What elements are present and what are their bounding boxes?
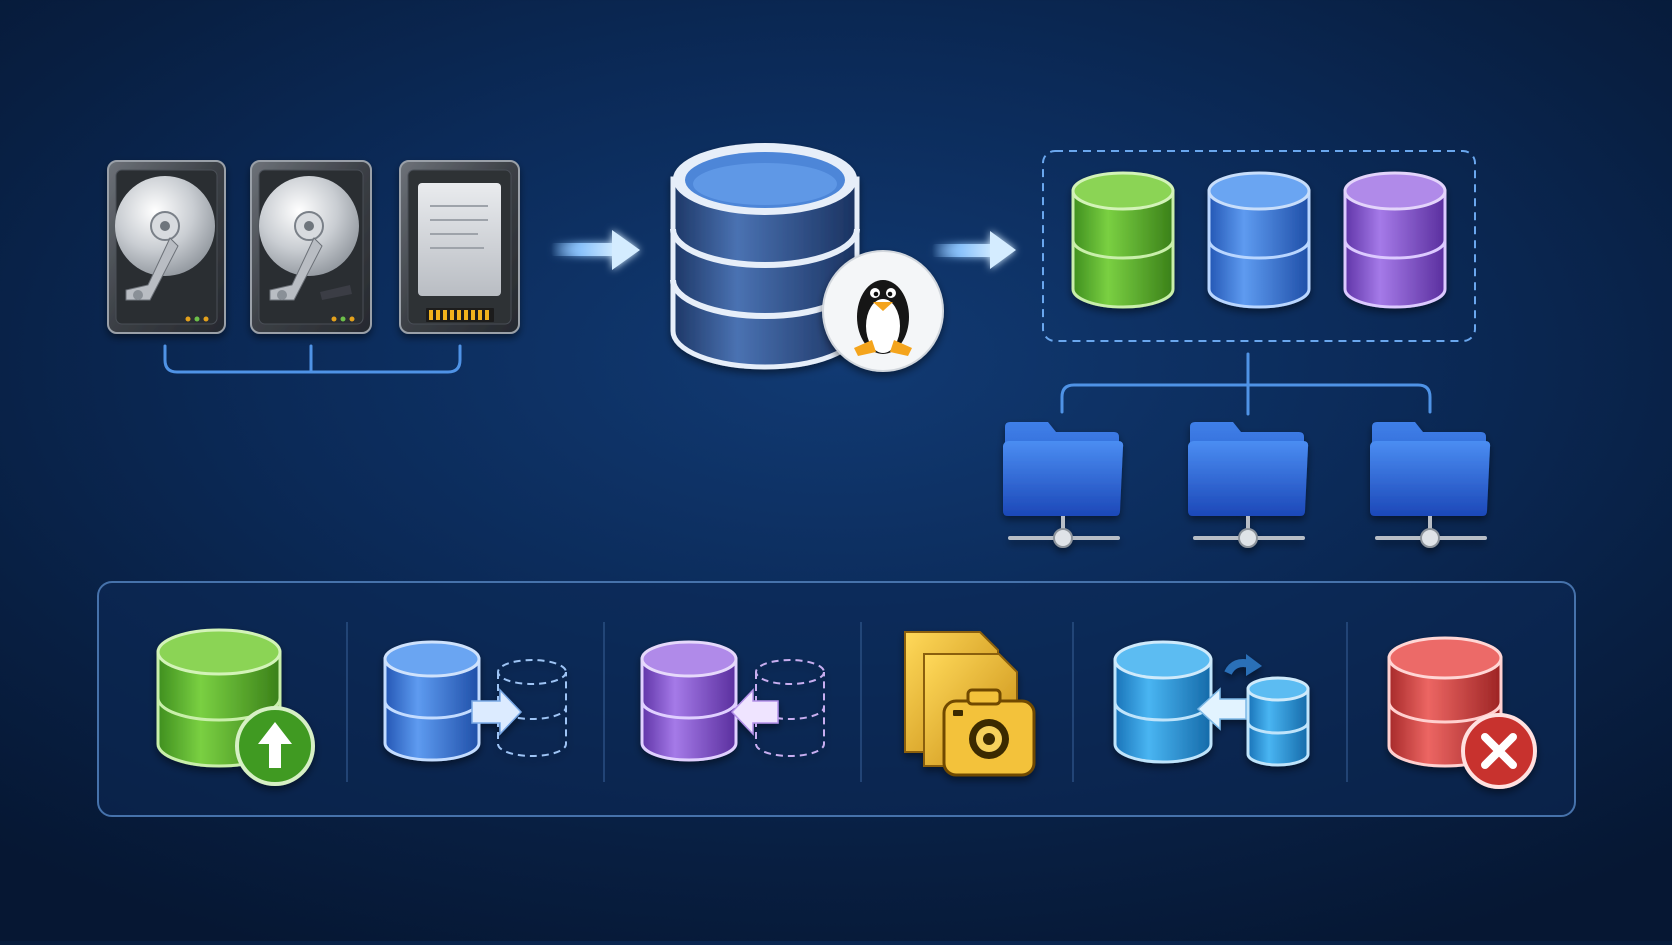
reduce-volume-icon (640, 640, 825, 762)
logical-volume-purple-icon (1343, 171, 1447, 309)
logical-volume-green-icon (1071, 171, 1175, 309)
volume-group-database-icon (670, 143, 860, 370)
hdd-icon (250, 160, 372, 334)
snapshot-icon (904, 631, 1036, 777)
linux-penguin-icon (822, 250, 944, 372)
network-folder-icon (1370, 422, 1491, 548)
network-folder-icon (1188, 422, 1309, 548)
logical-volumes-group (1042, 150, 1476, 416)
mount-tree-connector (1060, 352, 1432, 416)
migrate-volume-icon (1113, 640, 1310, 767)
mount-points-group (1003, 422, 1491, 548)
logical-volumes-dashed-frame (1042, 150, 1476, 342)
extend-volume-icon (383, 640, 567, 762)
arrow-right-icon (551, 230, 640, 270)
network-folder-icon (1003, 422, 1124, 548)
remove-volume-icon (1387, 636, 1537, 789)
hdd-icon (107, 160, 226, 334)
ssd-icon (399, 160, 520, 334)
arrow-right-icon (932, 231, 1016, 269)
logical-volume-blue-icon (1207, 171, 1311, 309)
disks-connector (163, 344, 462, 374)
create-volume-icon (156, 628, 315, 786)
operations-panel (97, 581, 1576, 817)
physical-disks-group (107, 160, 520, 374)
